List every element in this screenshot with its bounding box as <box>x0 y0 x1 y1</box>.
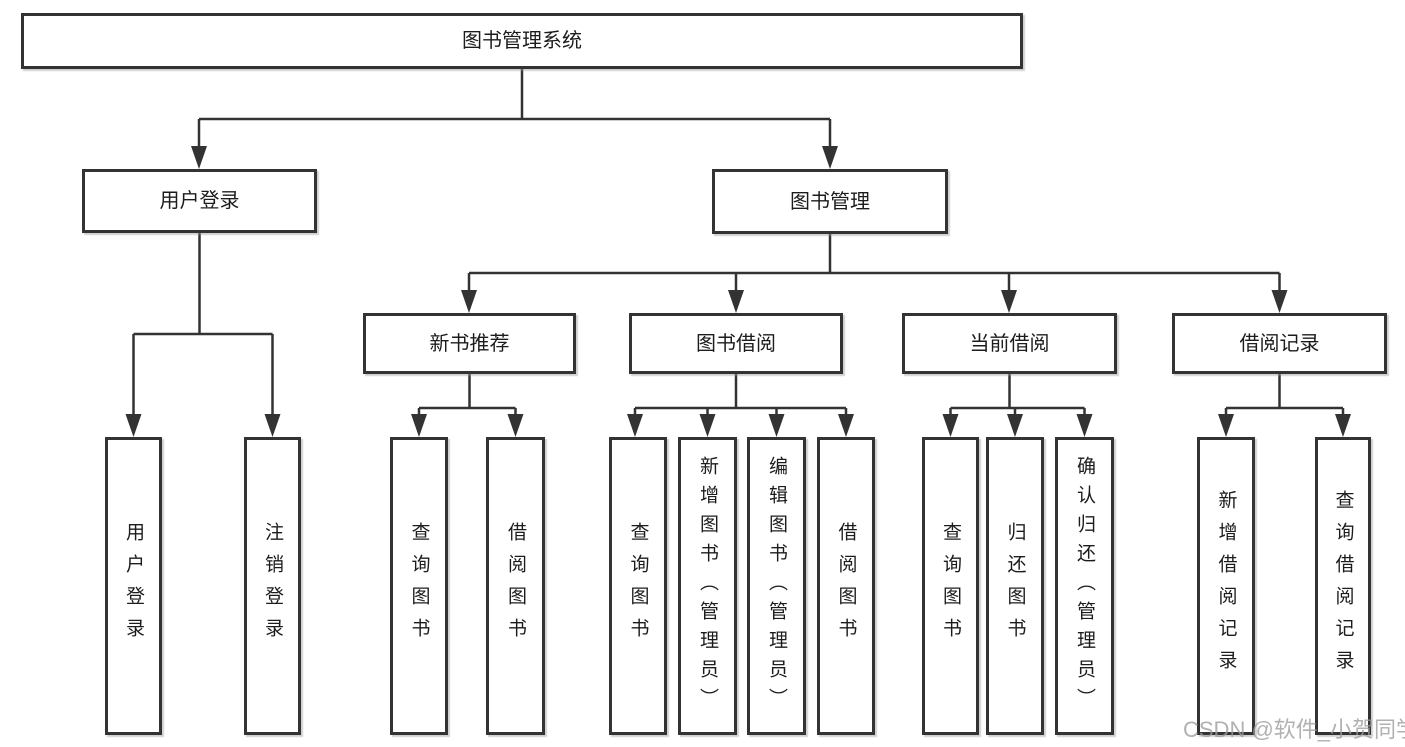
node-leaf-query-books-borrow: 查询图书 <box>609 437 667 735</box>
node-leaf-add-book-admin: 新增图书（管理员） <box>678 437 737 735</box>
node-leaf-user-login: 用户登录 <box>105 437 162 735</box>
node-book-management: 图书管理 <box>712 169 948 234</box>
node-leaf-query-books-current: 查询图书 <box>922 437 979 735</box>
node-leaf-logout: 注销登录 <box>244 437 301 735</box>
node-leaf-return-book: 归还图书 <box>986 437 1044 735</box>
node-borrow-records: 借阅记录 <box>1172 313 1387 374</box>
node-leaf-query-borrow-record: 查询借阅记录 <box>1315 437 1371 735</box>
watermark-text: CSDN @软件_小贺同学 <box>1183 717 1405 742</box>
node-current-borrow: 当前借阅 <box>902 313 1117 374</box>
node-leaf-borrow-books-recommend: 借阅图书 <box>486 437 545 735</box>
node-leaf-borrow-books: 借阅图书 <box>817 437 875 735</box>
node-new-book-recommend: 新书推荐 <box>363 313 576 374</box>
node-leaf-add-borrow-record: 新增借阅记录 <box>1197 437 1255 735</box>
node-leaf-confirm-return-admin: 确认归还（管理员） <box>1055 437 1114 735</box>
node-leaf-query-books-recommend: 查询图书 <box>390 437 448 735</box>
node-user-login: 用户登录 <box>82 169 317 233</box>
node-leaf-edit-book-admin: 编辑图书（管理员） <box>747 437 806 735</box>
node-book-borrow: 图书借阅 <box>629 313 843 374</box>
node-library-system: 图书管理系统 <box>21 13 1023 69</box>
